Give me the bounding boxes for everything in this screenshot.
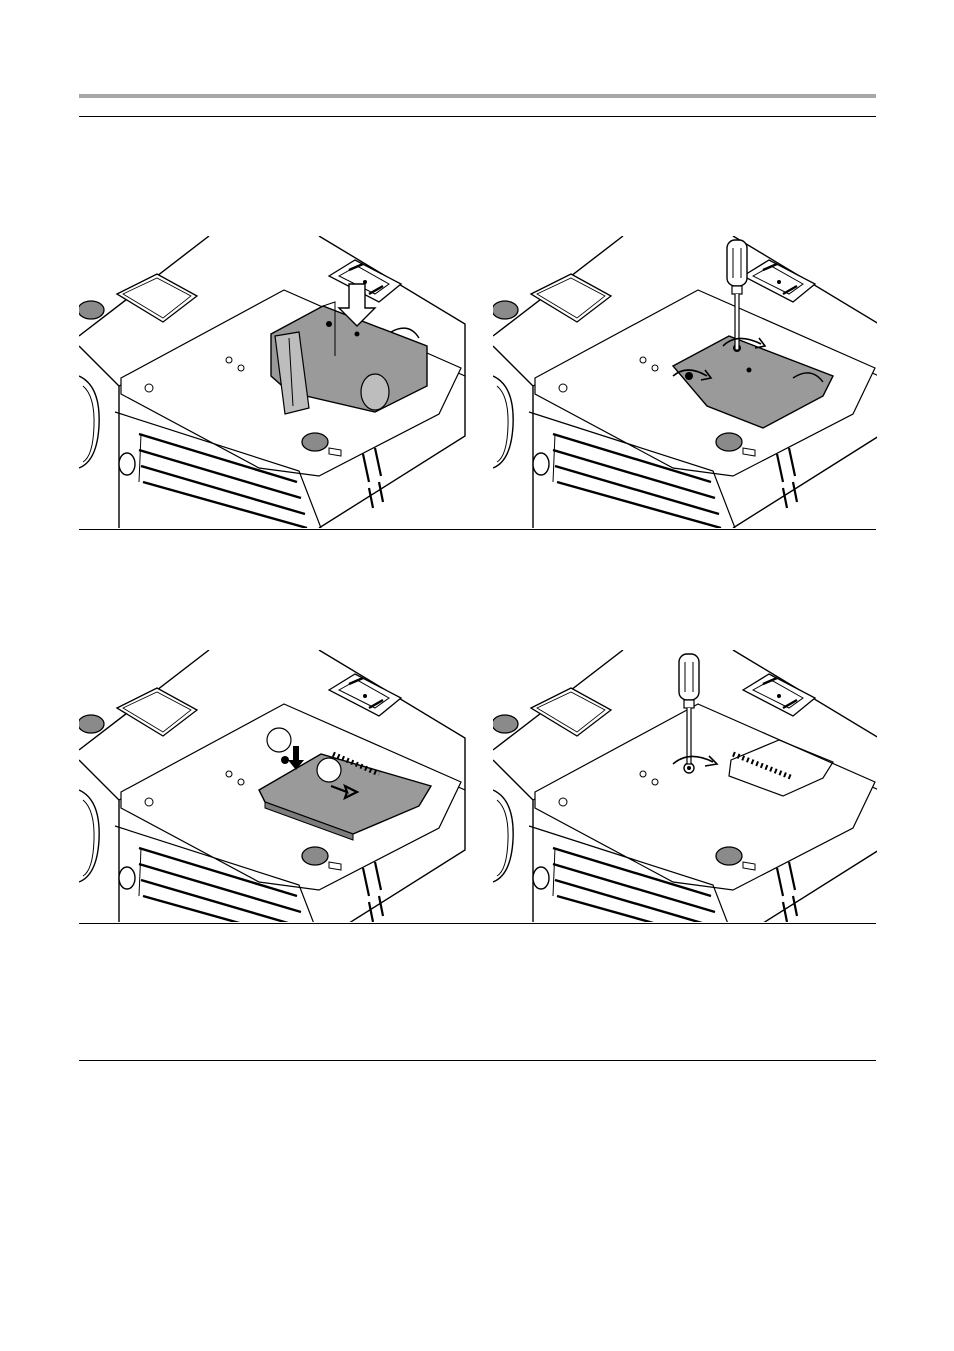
header-rule (79, 94, 876, 98)
figure-attach-lamp-cover (79, 650, 466, 922)
section-divider (79, 529, 876, 530)
figure-tighten-cover-screw (493, 650, 877, 922)
section-divider (79, 923, 876, 924)
section-divider (79, 116, 876, 117)
figure-insert-lamp-housing (79, 236, 466, 528)
figure-tighten-lamp-screws (493, 236, 877, 528)
section-divider (79, 1060, 876, 1061)
